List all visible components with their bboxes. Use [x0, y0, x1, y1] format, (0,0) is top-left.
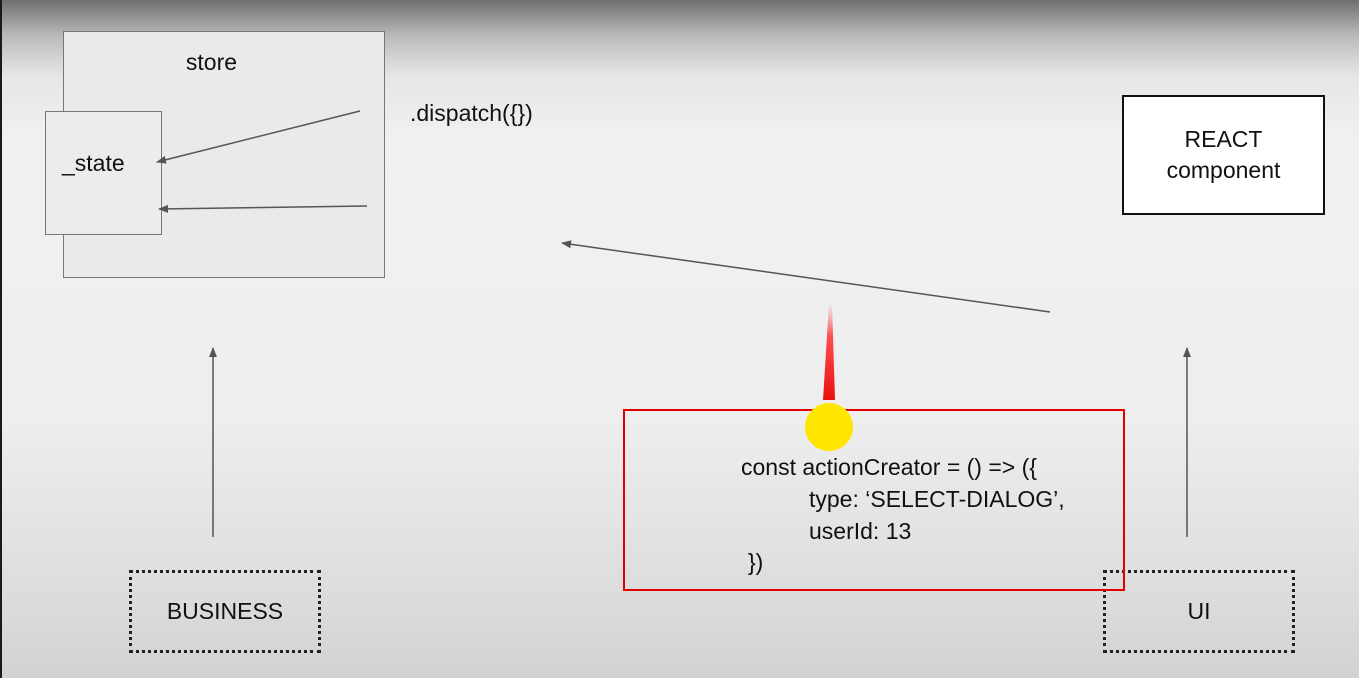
- laser-dot: [805, 403, 853, 451]
- laser-trail: [823, 303, 835, 400]
- store-label: store: [185, 49, 238, 75]
- state-box: [45, 111, 162, 235]
- ui-box: UI: [1103, 570, 1295, 653]
- business-box: BUSINESS: [129, 570, 321, 653]
- code-line-4: }): [748, 549, 764, 575]
- arrow-dispatch-to-state-upper: [156, 110, 361, 164]
- arrow-dispatch-to-state-lower: [158, 204, 368, 213]
- code-line-2: type: ‘SELECT-DIALOG’,: [809, 486, 1065, 512]
- react-label-line2: component: [1166, 157, 1281, 183]
- react-component-box: REACT component: [1122, 95, 1325, 215]
- action-creator-highlight-box: [623, 409, 1125, 591]
- dispatch-label: .dispatch({}): [410, 100, 533, 126]
- state-label: _state: [62, 150, 125, 176]
- react-label-line1: REACT: [1184, 126, 1263, 152]
- arrow-react-to-dispatch: [561, 240, 1051, 313]
- code-line-3: userId: 13: [809, 518, 912, 544]
- ui-label: UI: [1187, 598, 1211, 624]
- left-edge-border: [0, 0, 2, 678]
- business-label: BUSINESS: [166, 598, 284, 624]
- code-line-1: const actionCreator = () => ({: [741, 454, 1037, 480]
